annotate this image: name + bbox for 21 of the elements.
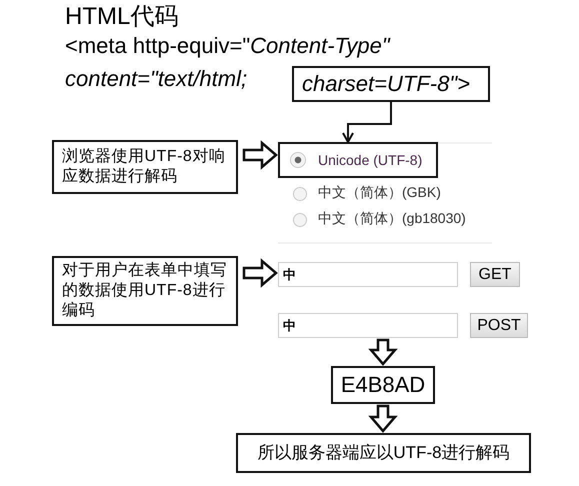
block-arrow [368,404,398,433]
input-field: 中 [278,313,458,338]
post-button: POST [470,313,528,338]
block-arrow [368,338,398,366]
note-box: 浏览器使用UTF-8对响应数据进行解码 [52,140,238,194]
block-arrow [242,258,278,288]
input-field: 中 [278,262,458,287]
value-box: E4B8AD [331,366,435,404]
note-box: 对于用户在表单中填写的数据使用UTF-8进行编码 [52,256,238,326]
block-arrow [242,140,278,170]
get-button: GET [470,262,520,287]
title: HTML代码 [65,2,178,32]
option-label: 中文（简体）(gb18030) [318,210,466,228]
option-label: 中文（简体）(GBK) [318,184,441,202]
code-line: content="text/html; [65,66,248,92]
option-box [278,142,438,178]
code-line: <meta http-equiv="Content-Type" [65,33,390,59]
highlight-box: charset=UTF-8"> [292,66,490,102]
arrow [342,102,392,143]
option-label: Unicode (UTF-8) [318,152,422,168]
conclusion-box: 所以服务器端应以UTF-8进行解码 [236,433,531,473]
